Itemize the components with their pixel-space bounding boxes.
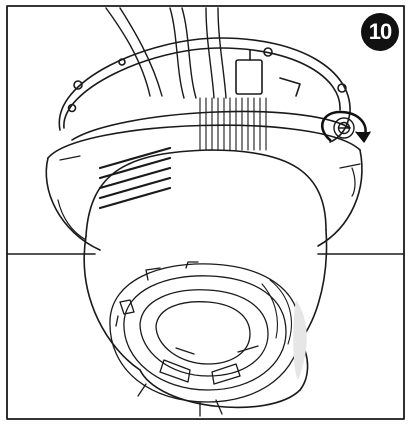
dome-body xyxy=(83,229,328,409)
dome-cover-upper xyxy=(85,149,327,237)
step-number-badge: 10 xyxy=(361,13,399,51)
cables xyxy=(105,7,227,99)
camera-neck xyxy=(199,97,267,151)
clockwise-rotate-icon xyxy=(320,110,371,143)
housing-vents xyxy=(98,146,172,210)
lens-assembly xyxy=(109,261,301,417)
frame-border xyxy=(6,5,405,420)
camera-housing xyxy=(45,124,363,251)
dome-shading xyxy=(293,300,307,380)
mounting-plate xyxy=(58,37,351,143)
screw xyxy=(333,117,355,139)
